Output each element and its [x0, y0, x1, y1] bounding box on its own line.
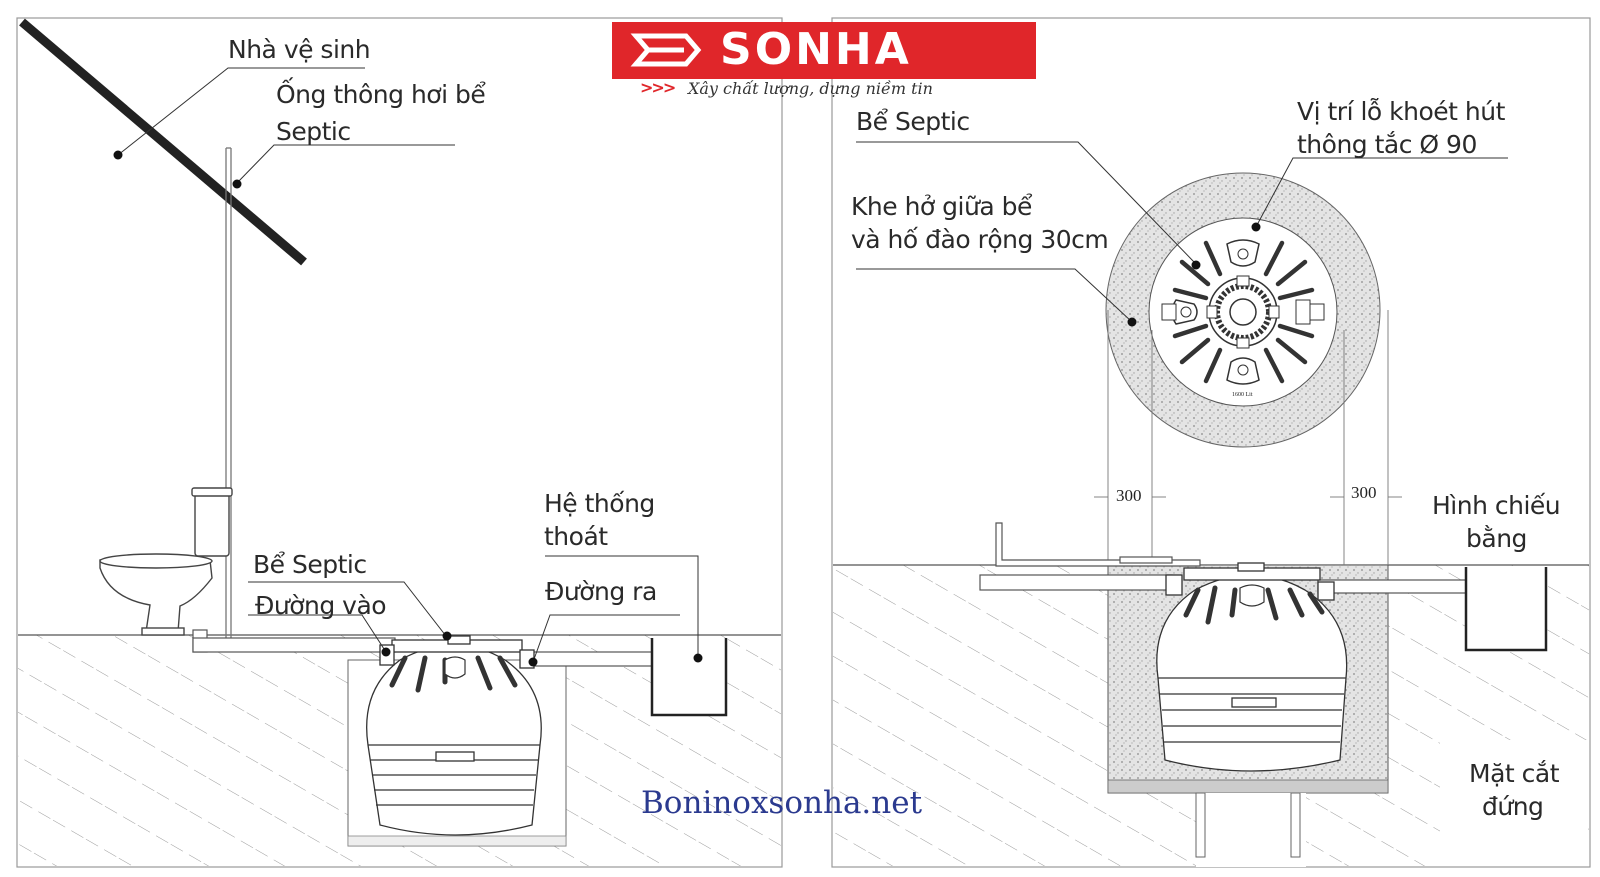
- roof-beam: [19, 18, 307, 266]
- outlet-pipe: [521, 651, 668, 667]
- site-watermark: Boninoxsonha.net: [641, 785, 923, 821]
- slogan-arrows-icon: >>>: [640, 78, 676, 97]
- left-panel-frame: [16, 17, 783, 868]
- dimension-right-gap: 300: [1351, 483, 1377, 502]
- toilet-icon: [99, 487, 233, 636]
- right-pipes: [979, 522, 1487, 594]
- right-drain-box: [1464, 567, 1548, 652]
- label-drain-line2: thoát: [544, 522, 608, 551]
- left-panel-section: [16, 17, 783, 868]
- label-gap-line1: Khe hở giữa bể: [851, 192, 1032, 221]
- label-gap-line2: và hố đào rộng 30cm: [851, 225, 1109, 254]
- label-hole-line2: thông tắc Ø 90: [1297, 130, 1477, 159]
- left-septic-tank: [366, 635, 542, 836]
- left-leader-lines: [117, 67, 699, 663]
- dimension-guides: [1094, 310, 1402, 565]
- label-plan-view-line2: bằng: [1466, 524, 1527, 553]
- brand-slogan: Xây chất lượng, dựng niềm tin: [688, 79, 933, 98]
- label-toilet-house: Nhà vệ sinh: [228, 35, 371, 64]
- drain-box: [650, 638, 728, 717]
- label-right-tank: Bể Septic: [856, 107, 970, 136]
- label-drain-line1: Hệ thống: [544, 489, 655, 518]
- dimension-left-gap: 300: [1116, 486, 1142, 505]
- brand-name: SONHA: [720, 24, 912, 75]
- label-outlet: Đường ra: [545, 577, 657, 606]
- inlet-pipe: [192, 629, 396, 653]
- right-leader-lines: [856, 141, 1508, 322]
- right-panel-section: [831, 17, 1591, 868]
- sonha-emblem-icon: [630, 33, 702, 67]
- label-section-line2: đứng: [1482, 792, 1544, 821]
- label-inlet: Đường vào: [255, 591, 387, 620]
- right-septic-tank: [1156, 562, 1348, 772]
- label-plan-view-line1: Hình chiếu: [1432, 491, 1561, 520]
- label-section-line1: Mặt cắt: [1469, 759, 1560, 788]
- label-vent-pipe-line1: Ống thông hơi bể: [276, 80, 486, 109]
- plan-view: [1105, 172, 1381, 448]
- sonha-logo: SONHA: [612, 22, 1036, 79]
- label-hole-line1: Vị trí lỗ khoét hút: [1297, 97, 1505, 126]
- label-left-tank: Bể Septic: [253, 550, 367, 579]
- label-vent-pipe-line2: Septic: [276, 117, 351, 146]
- tank-capacity-label: 1600 Lit: [1232, 392, 1253, 398]
